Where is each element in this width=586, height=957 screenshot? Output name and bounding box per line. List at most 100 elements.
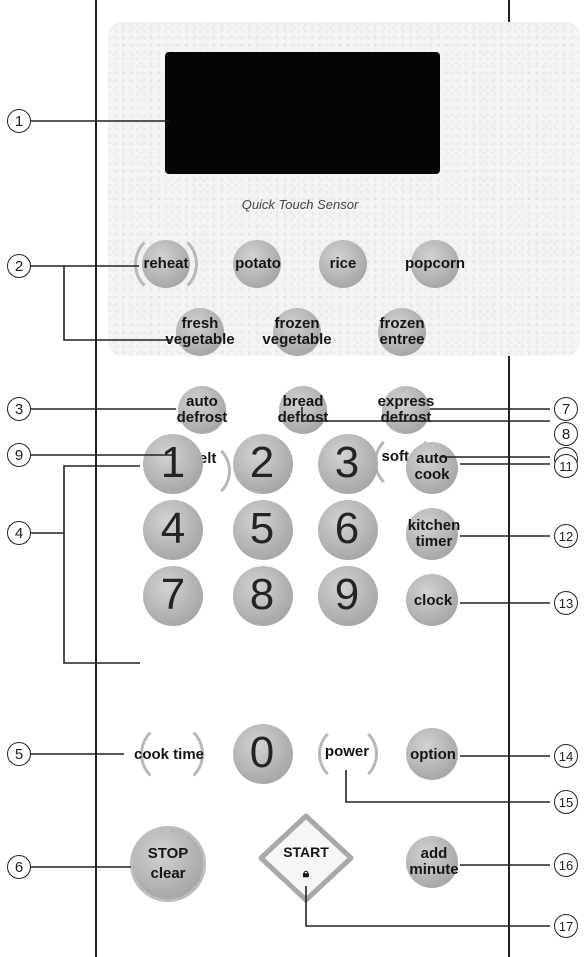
digit-3-button[interactable] <box>318 434 378 494</box>
sensor-label: Quick Touch Sensor <box>241 197 359 212</box>
kitchen-timer-button[interactable] <box>406 508 458 560</box>
leader-4-bracket <box>63 465 140 664</box>
digit-1-label: 1 <box>160 438 186 487</box>
reheat-ring <box>134 232 198 296</box>
popcorn-button[interactable] <box>411 240 459 288</box>
fresh-vegetable-line1: fresh <box>181 315 219 332</box>
frozen-vegetable-line2: vegetable <box>262 331 332 348</box>
callout-11: 11 <box>554 454 578 478</box>
digit-2-label: 2 <box>249 438 275 487</box>
control-panel-frame <box>95 0 510 957</box>
fresh-vegetable-line2: vegetable <box>165 331 235 348</box>
add-minute-line2: minute <box>409 861 459 878</box>
potato-button[interactable] <box>233 240 281 288</box>
frozen-vegetable-button[interactable] <box>273 308 321 356</box>
bread-defrost-label: bread defrost <box>278 394 329 426</box>
auto-cook-label: auto cook <box>414 451 449 483</box>
callout-2: 2 <box>7 254 31 278</box>
digit-6-label: 6 <box>334 504 360 553</box>
callout-4: 4 <box>7 521 31 545</box>
potato-label: potato <box>235 255 281 272</box>
lock-icon: 🔒︎ <box>302 866 310 880</box>
rice-label: rice <box>329 255 357 272</box>
digit-8-button[interactable] <box>233 566 293 626</box>
digit-0-button[interactable] <box>233 724 293 784</box>
bread-defrost-line1: bread <box>282 393 324 410</box>
callout-1: 1 <box>7 109 31 133</box>
frozen-entree-line1: frozen <box>379 315 425 332</box>
callout-14: 14 <box>554 744 578 768</box>
digit-5-label: 5 <box>249 504 275 553</box>
reheat-label: reheat <box>143 255 189 272</box>
leader-15 <box>345 770 550 803</box>
auto-defrost-button[interactable] <box>178 386 226 434</box>
callout-9: 9 <box>7 443 31 467</box>
frozen-entree-button[interactable] <box>378 308 426 356</box>
kitchen-timer-label: kitchen timer <box>408 518 461 550</box>
digit-1-button[interactable] <box>143 434 203 494</box>
digit-8-label: 8 <box>249 570 275 619</box>
add-minute-label: add minute <box>409 846 458 878</box>
leader-8 <box>301 407 550 422</box>
fresh-vegetable-button[interactable] <box>176 308 224 356</box>
digit-2-button[interactable] <box>233 434 293 494</box>
auto-cook-button[interactable] <box>406 442 458 494</box>
digit-0-label: 0 <box>249 728 275 777</box>
callout-5: 5 <box>7 742 31 766</box>
sensor-area <box>108 22 580 356</box>
callout-3: 3 <box>7 397 31 421</box>
frozen-vegetable-line1: frozen <box>274 315 320 332</box>
leader-2b <box>63 266 170 341</box>
add-minute-button[interactable] <box>406 836 458 888</box>
digit-7-button[interactable] <box>143 566 203 626</box>
fresh-vegetable-label: fresh vegetable <box>165 316 234 348</box>
callout-15: 15 <box>554 790 578 814</box>
kitchen-timer-line2: timer <box>415 533 453 550</box>
option-button[interactable] <box>406 728 458 780</box>
callout-17: 17 <box>554 914 578 938</box>
auto-cook-line1: auto <box>416 450 448 467</box>
leader-17 <box>305 886 550 927</box>
power-button[interactable] <box>318 724 378 784</box>
digit-5-button[interactable] <box>233 500 293 560</box>
auto-defrost-label: auto defrost <box>177 394 228 426</box>
callout-13: 13 <box>554 591 578 615</box>
express-defrost-line1: express <box>377 393 435 410</box>
start-label: START <box>283 844 329 860</box>
rice-button[interactable] <box>319 240 367 288</box>
add-minute-line1: add <box>420 845 448 862</box>
callout-7: 7 <box>554 397 578 421</box>
clear-label: clear <box>150 865 186 882</box>
popcorn-label: popcorn <box>405 255 465 272</box>
callout-8: 8 <box>554 422 578 446</box>
digit-4-label: 4 <box>160 504 186 553</box>
clock-button[interactable] <box>406 574 458 626</box>
kitchen-timer-line1: kitchen <box>407 517 461 534</box>
callout-16: 16 <box>554 853 578 877</box>
frozen-vegetable-label: frozen vegetable <box>262 316 331 348</box>
express-defrost-button[interactable] <box>382 386 430 434</box>
auto-cook-line2: cook <box>414 466 450 483</box>
digit-7-label: 7 <box>160 570 186 619</box>
callout-12: 12 <box>554 524 578 548</box>
stop-clear-label: STOP clear <box>148 844 189 884</box>
auto-defrost-line1: auto <box>186 393 218 410</box>
cook-time-button[interactable] <box>140 722 204 786</box>
stop-clear-button[interactable] <box>130 826 206 902</box>
digit-6-button[interactable] <box>318 500 378 560</box>
bread-defrost-button[interactable] <box>279 386 327 434</box>
cook-time-label: cook time <box>133 746 205 763</box>
stop-label: STOP <box>147 845 189 862</box>
digit-4-button[interactable] <box>143 500 203 560</box>
clock-label: clock <box>413 592 453 609</box>
frozen-entree-label: frozen entree <box>379 316 424 348</box>
callout-6: 6 <box>7 855 31 879</box>
digit-9-button[interactable] <box>318 566 378 626</box>
power-label: power <box>324 743 370 760</box>
digit-3-label: 3 <box>334 438 360 487</box>
auto-defrost-line2: defrost <box>176 409 228 426</box>
frozen-entree-line2: entree <box>379 331 425 348</box>
display-window <box>165 52 440 174</box>
